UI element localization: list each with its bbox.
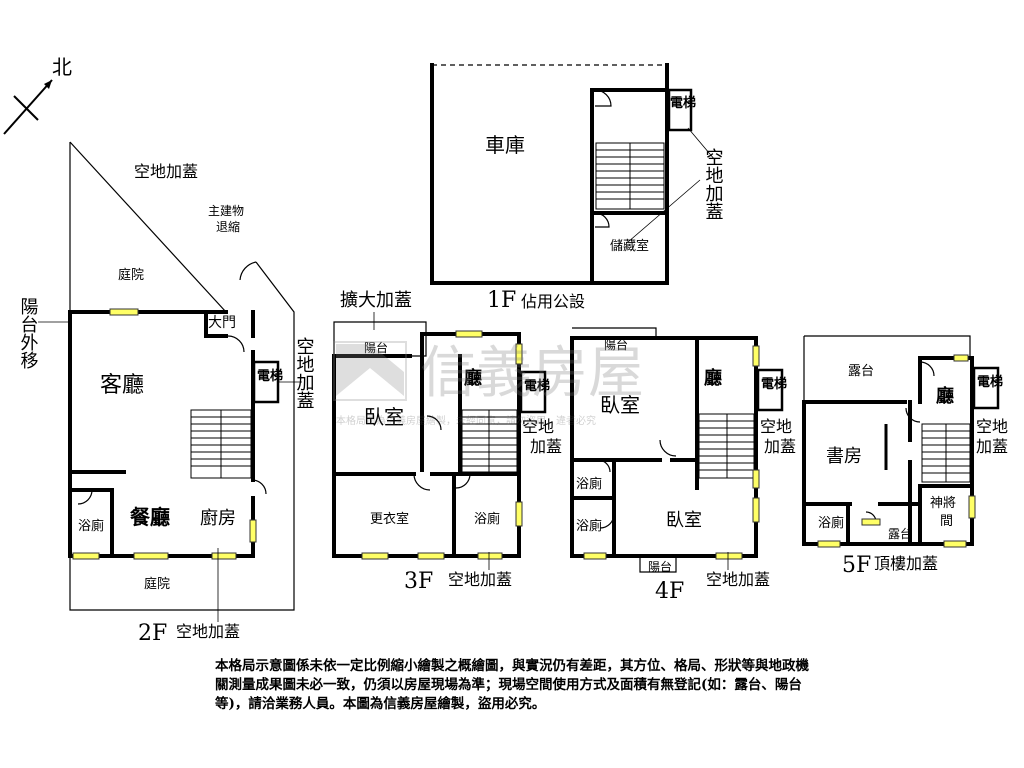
garage-label: 車庫 (485, 133, 525, 157)
floor-3f: 電梯 擴大加蓋 陽台 臥室 廳 更衣室 浴廁 3F 空地加蓋 空地 加蓋 (332, 290, 562, 594)
setback-label-a: 主建物 (208, 204, 244, 218)
floor-4f-extra: 空地加蓋 (706, 570, 770, 589)
bedroom-3f-label: 臥室 (364, 405, 404, 429)
balcony-4f-top-label: 陽台 (604, 337, 628, 352)
elevator-5f-label: 電梯 (977, 374, 1003, 390)
side-extra-3f-label-b: 加蓋 (530, 437, 562, 456)
annex-1f-label: 空地加蓋 (703, 148, 724, 220)
elevator-3f-box (519, 370, 547, 414)
compass-arrow-icon (3, 79, 53, 135)
staircase-5f (921, 423, 971, 483)
side-extra-5f-label-b: 加蓋 (976, 437, 1008, 456)
storage-label: 儲藏室 (610, 238, 649, 254)
side-extra-2f-label: 空地加蓋 (294, 337, 315, 409)
bath-4f-top-label: 浴廁 (576, 476, 602, 492)
bath-3f-label: 浴廁 (474, 511, 500, 527)
side-extra-4f-label-a: 空地 (760, 417, 792, 436)
bedroom-4f-bottom-label: 臥室 (666, 510, 702, 531)
floor-2f-extra: 空地加蓋 (176, 622, 240, 641)
brand-logo-icon (336, 344, 404, 396)
compass: 北 (3, 55, 72, 135)
entrance-label: 大門 (208, 315, 236, 331)
terrace-bottom-label: 露台 (888, 526, 912, 541)
balcony-4f-bottom-label: 陽台 (648, 559, 672, 574)
staircase-1f (595, 142, 665, 210)
living-room-label: 客廳 (100, 373, 144, 398)
elevator-1f-label: 電梯 (670, 95, 696, 111)
disclaimer-text: 本格局示意圖係未依一定比例縮小繪製之概繪圖，與實況仍有差距，其方位、格局、形狀等… (215, 658, 809, 712)
bedroom-4f-top-label: 臥室 (600, 393, 640, 417)
hall-4f-label: 廳 (704, 367, 722, 389)
courtyard-extra-label: 空地加蓋 (134, 162, 198, 181)
balcony-moved-label: 陽台外移 (18, 297, 39, 369)
dining-room-label: 餐廳 (130, 505, 170, 529)
hall-5f-label: 廳 (936, 385, 954, 407)
staircase-3f (461, 409, 518, 473)
compass-north-label: 北 (52, 55, 72, 79)
floor-1f-note: 佔用公設 (521, 292, 585, 311)
floor-1f-label: 1F (487, 288, 516, 313)
bath-4f-bottom-label: 浴廁 (576, 518, 602, 534)
floor-2f-label: 2F (138, 621, 167, 646)
bath-5f-label: 浴廁 (818, 515, 844, 531)
setback-label-b: 退縮 (216, 219, 240, 234)
floor-3f-label: 3F (404, 569, 433, 594)
elevator-5f-box (972, 366, 1000, 410)
floor-2f: 電梯 空地加蓋 主建物 退縮 庭院 大門 陽台外移 客廳 餐廳 廚房 浴廁 庭院… (18, 141, 315, 646)
floor-5f: 電梯 露台 廳 書房 浴廁 露台 神將 間 5F 頂樓加蓋 空地 加蓋 (802, 335, 1008, 578)
hall-3f-label: 廳 (464, 367, 482, 389)
floor-3f-extra: 空地加蓋 (448, 570, 512, 589)
side-extra-5f-label-a: 空地 (976, 417, 1008, 436)
elevator-1f-box (667, 88, 693, 132)
elevator-4f-label: 電梯 (761, 376, 787, 392)
side-extra-4f-label-b: 加蓋 (764, 437, 796, 456)
terrace-top-label: 露台 (848, 364, 874, 379)
staircase-2f (190, 409, 252, 479)
watermark-brand: 信義房屋 (420, 341, 644, 406)
shrine-label-b: 間 (940, 514, 953, 529)
floor-4f: 電梯 陽台 臥室 廳 浴廁 浴廁 臥室 陽台 4F 空地加蓋 空地 加蓋 (570, 327, 796, 604)
elevator-2f-label: 電梯 (257, 368, 283, 384)
floor-4f-label: 4F (655, 579, 684, 604)
elevator-4f-box (756, 368, 784, 412)
floor-5f-note: 頂樓加蓋 (874, 554, 938, 573)
staircase-4f (698, 413, 755, 479)
bath-2f-label: 浴廁 (78, 518, 104, 534)
watermark: 信義房屋 本格局圖為信義房屋繪製，未經同意，請勿盜用，違者必究 (333, 341, 644, 427)
study-label: 書房 (826, 446, 862, 467)
courtyard-top-label: 庭院 (118, 267, 144, 283)
balcony-3f-label: 陽台 (364, 340, 388, 355)
watermark-tagline: 本格局圖為信義房屋繪製，未經同意，請勿盜用，違者必究 (336, 414, 596, 427)
kitchen-label: 廚房 (200, 507, 236, 529)
closet-label: 更衣室 (370, 511, 409, 527)
floor-1f: 電梯 車庫 儲藏室 1F 佔用公設 空地加蓋 (430, 63, 724, 313)
side-extra-3f-label-a: 空地 (522, 417, 554, 436)
floor-5f-label: 5F (842, 553, 871, 578)
elevator-3f-label: 電梯 (524, 378, 550, 394)
courtyard-bottom-label: 庭院 (144, 576, 170, 592)
shrine-label-a: 神將 (930, 496, 956, 511)
expand-label: 擴大加蓋 (340, 290, 412, 311)
